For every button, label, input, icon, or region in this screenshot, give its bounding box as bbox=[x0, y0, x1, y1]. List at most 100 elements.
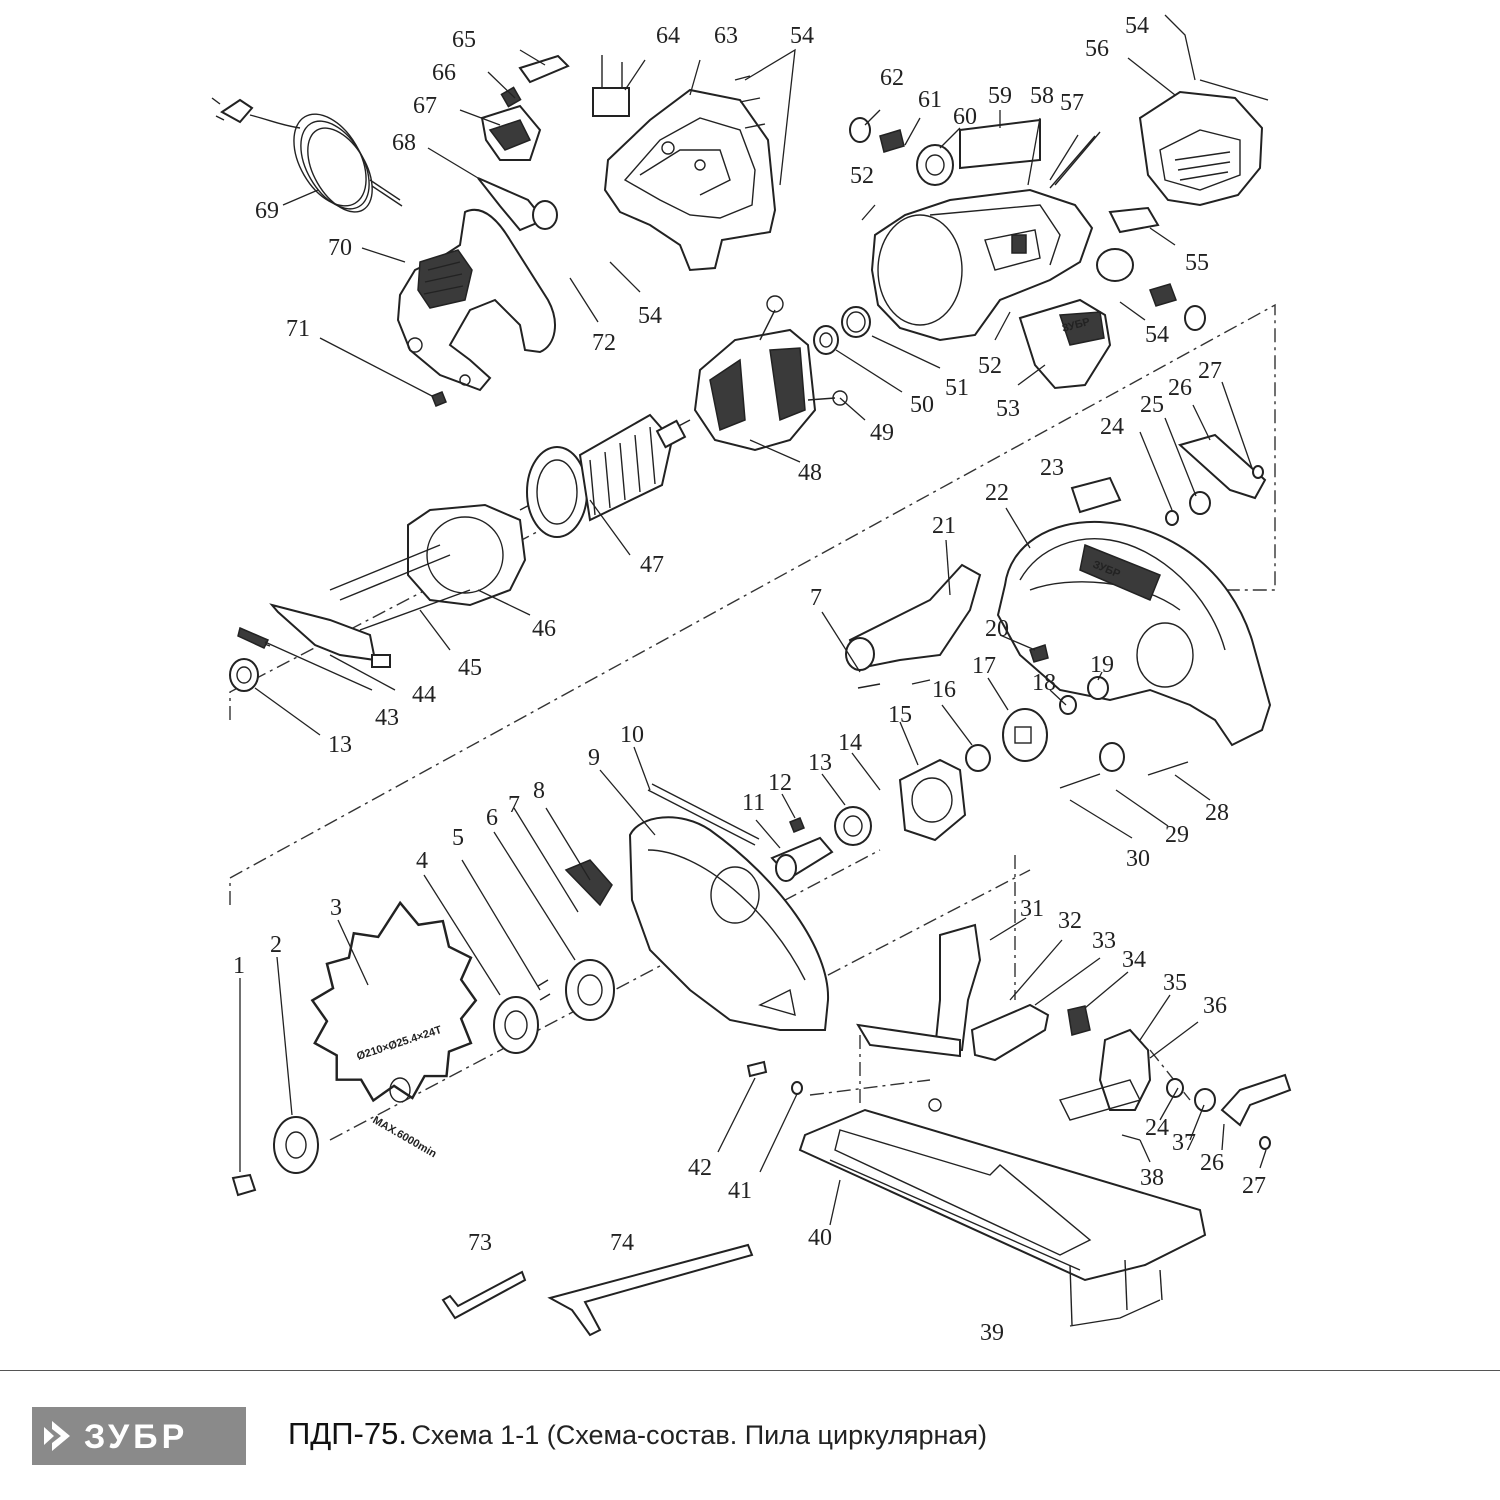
armature-part bbox=[519, 413, 691, 538]
callout-label: 41 bbox=[728, 1178, 752, 1204]
callout-label: 17 bbox=[972, 653, 996, 679]
callout-label: 39 bbox=[980, 1320, 1004, 1346]
end-cap-part bbox=[1138, 79, 1269, 207]
callout-label: 55 bbox=[1185, 250, 1209, 276]
callout-label: 3 bbox=[330, 895, 342, 921]
callout-label: 11 bbox=[742, 790, 765, 816]
callout-label: 1 bbox=[233, 953, 245, 979]
blade-guard-part: ЗУБР bbox=[996, 476, 1272, 747]
callout-label: 70 bbox=[328, 235, 352, 261]
callout-label: 20 bbox=[985, 616, 1009, 642]
callout-label: 22 bbox=[985, 480, 1009, 506]
callout-label: 73 bbox=[468, 1230, 492, 1256]
housing-half-part bbox=[603, 75, 777, 272]
callout-label: 28 bbox=[1205, 800, 1229, 826]
callout-label: 63 bbox=[714, 23, 738, 49]
callout-label: 24 bbox=[1145, 1115, 1169, 1141]
callout-label: 30 bbox=[1126, 846, 1150, 872]
diagram-caption: ПДП-75. Схема 1-1 (Схема-состав. Пила ци… bbox=[288, 1416, 987, 1452]
callout-label: 40 bbox=[808, 1225, 832, 1251]
brand-logo-mark: ЗУБР bbox=[32, 1407, 246, 1465]
logo-arrow-icon bbox=[52, 1421, 70, 1451]
callout-label: 31 bbox=[1020, 896, 1044, 922]
callout-label: 26 bbox=[1200, 1150, 1224, 1176]
callout-label: 27 bbox=[1242, 1173, 1266, 1199]
callout-label: 8 bbox=[533, 778, 545, 804]
callout-label: 29 bbox=[1165, 822, 1189, 848]
pivot-parts bbox=[1059, 433, 1267, 789]
callout-label: 47 bbox=[640, 552, 664, 578]
callout-label: 60 bbox=[953, 104, 977, 130]
blade-speed-text: MAX.6000min bbox=[371, 1114, 439, 1160]
callout-label: 54 bbox=[1145, 322, 1169, 348]
brush-and-bearing-parts bbox=[849, 117, 1206, 331]
spindle-parts bbox=[770, 644, 1109, 882]
callout-label: 66 bbox=[432, 60, 456, 86]
callout-label: 58 bbox=[1030, 83, 1054, 109]
callout-label: 49 bbox=[870, 420, 894, 446]
callout-label: 14 bbox=[838, 730, 862, 756]
callout-label: 2 bbox=[270, 932, 282, 958]
callout-label: 25 bbox=[1140, 392, 1164, 418]
saw-blade-part: Ø210×Ø25.4×24T MAX.6000min bbox=[310, 900, 478, 1161]
callout-label: 19 bbox=[1090, 652, 1114, 678]
callout-label: 64 bbox=[656, 23, 680, 49]
callout-label: 18 bbox=[1032, 670, 1056, 696]
callout-label: 38 bbox=[1140, 1165, 1164, 1191]
callout-label: 34 bbox=[1122, 947, 1146, 973]
callout-label: 53 bbox=[996, 396, 1020, 422]
stator-part bbox=[693, 295, 848, 452]
callout-label: 74 bbox=[610, 1230, 634, 1256]
callout-labels: 1 2 3 4 5 6 7 8 9 10 11 12 13 14 13 15 1… bbox=[233, 13, 1266, 1346]
callout-label: 71 bbox=[286, 316, 310, 342]
callout-label: 50 bbox=[910, 392, 934, 418]
exploded-parts-diagram: ЗУБР bbox=[211, 13, 1292, 1346]
callout-label: 26 bbox=[1168, 375, 1192, 401]
callout-label: 7 bbox=[508, 792, 520, 818]
callout-label: 54 bbox=[1125, 13, 1149, 39]
callout-label: 42 bbox=[688, 1155, 712, 1181]
callout-label: 59 bbox=[988, 83, 1012, 109]
callout-label: 52 bbox=[850, 163, 874, 189]
callout-label: 62 bbox=[880, 65, 904, 91]
callout-label: 24 bbox=[1100, 414, 1124, 440]
callout-label: 13 bbox=[328, 732, 352, 758]
callout-label: 6 bbox=[486, 805, 498, 831]
callout-label: 36 bbox=[1203, 993, 1227, 1019]
callout-label: 69 bbox=[255, 198, 279, 224]
callout-label: 72 bbox=[592, 330, 616, 356]
callout-label: 45 bbox=[458, 655, 482, 681]
callout-label: 5 bbox=[452, 825, 464, 851]
callout-label: 7 bbox=[810, 585, 822, 611]
footer-divider bbox=[0, 1370, 1500, 1371]
callout-label: 44 bbox=[412, 682, 436, 708]
callout-label: 52 bbox=[978, 353, 1002, 379]
base-plate-part bbox=[798, 1098, 1207, 1326]
callout-label: 37 bbox=[1172, 1130, 1196, 1156]
baffle-and-lock-parts bbox=[229, 503, 527, 692]
callout-label: 13 bbox=[808, 750, 832, 776]
dust-chute-part bbox=[845, 563, 982, 689]
callout-label: 54 bbox=[638, 303, 662, 329]
callout-label: 43 bbox=[375, 705, 399, 731]
callout-label: 67 bbox=[413, 93, 437, 119]
brand-logo: ЗУБР bbox=[32, 1407, 246, 1465]
callout-label: 15 bbox=[888, 702, 912, 728]
rear-bearings bbox=[813, 306, 871, 355]
caption-text: Схема 1-1 (Схема-состав. Пила циркулярна… bbox=[411, 1420, 988, 1450]
power-cord-part bbox=[211, 97, 403, 213]
callout-label: 57 bbox=[1060, 90, 1084, 116]
tools-part bbox=[441, 1243, 754, 1337]
callout-label: 35 bbox=[1163, 970, 1187, 996]
riving-knife-and-bevel-parts bbox=[856, 923, 1292, 1150]
callout-label: 21 bbox=[932, 513, 956, 539]
callout-label: 4 bbox=[416, 848, 428, 874]
callout-label: 51 bbox=[945, 375, 969, 401]
callout-label: 9 bbox=[588, 745, 600, 771]
small-fasteners bbox=[746, 1060, 803, 1095]
callout-label: 65 bbox=[452, 27, 476, 53]
callout-label: 54 bbox=[790, 23, 814, 49]
callout-label: 46 bbox=[532, 616, 556, 642]
callout-label: 32 bbox=[1058, 908, 1082, 934]
callout-label: 33 bbox=[1092, 928, 1116, 954]
